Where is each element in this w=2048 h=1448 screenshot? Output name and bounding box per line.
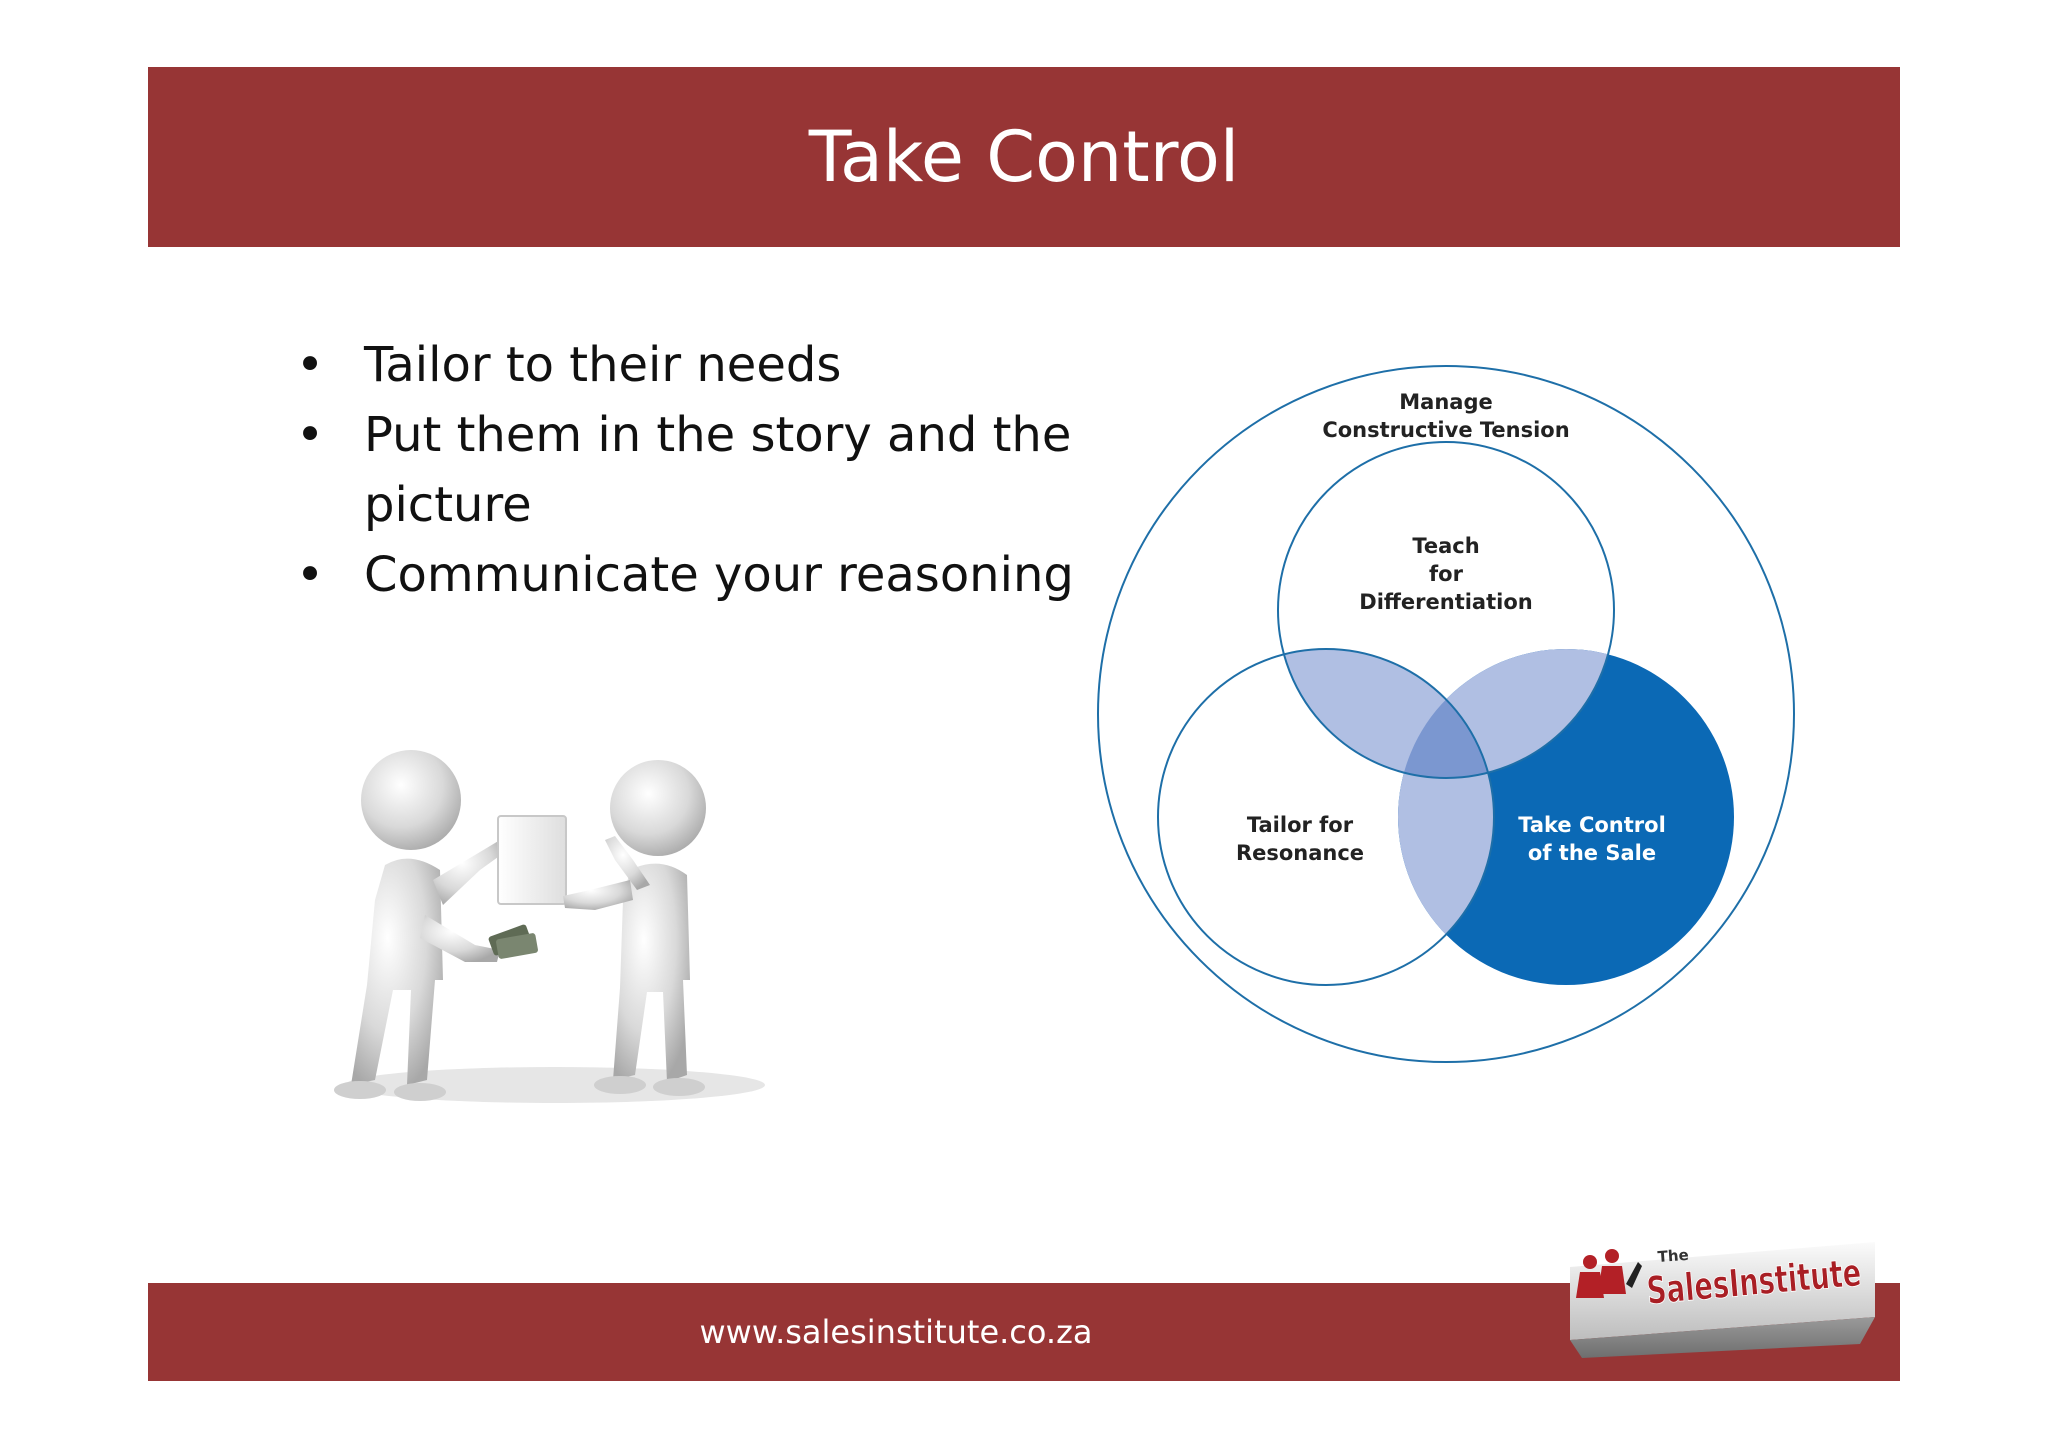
right-label-line1: Take Control xyxy=(1518,813,1666,837)
top-label-line3: Differentiation xyxy=(1359,590,1532,614)
top-label-line1: Teach xyxy=(1412,534,1479,558)
tailor-circle xyxy=(1157,648,1495,986)
bullet-item: • Tailor to their needs xyxy=(290,330,1090,400)
bullet-dot-icon: • xyxy=(295,547,325,603)
left-label-line2: Resonance xyxy=(1236,841,1364,865)
outer-label-line2: Constructive Tension xyxy=(1322,418,1569,442)
bullet-item: • Put them in the story and the picture xyxy=(290,400,1090,540)
outer-label-line1: Manage xyxy=(1399,390,1492,414)
footer-url: www.salesinstitute.co.za xyxy=(699,1313,1093,1351)
left-figure xyxy=(334,750,505,1101)
overlap-top-right xyxy=(1398,649,1614,778)
ground-shadow xyxy=(345,1067,765,1103)
outer-circle xyxy=(1097,365,1795,1063)
bullet-dot-icon: • xyxy=(295,337,325,393)
bullet-text: Communicate your reasoning xyxy=(364,547,1074,603)
money-icon xyxy=(488,924,538,959)
bullet-dot-icon: • xyxy=(295,407,325,463)
bullet-list: • Tailor to their needs • Put them in th… xyxy=(290,330,1090,610)
figures-exchange-illustration xyxy=(334,750,765,1103)
sales-institute-logo: The SalesInstitute xyxy=(1570,1242,1875,1358)
slide-title: Take Control xyxy=(808,116,1240,198)
venn-diagram: Manage Constructive Tension Teach for Di… xyxy=(1097,365,1795,1063)
bullet-text: Put them in the story and the picture xyxy=(364,407,1072,533)
bullet-item: • Communicate your reasoning xyxy=(290,540,1090,610)
top-label-line2: for xyxy=(1429,562,1464,586)
teach-circle xyxy=(1277,441,1615,779)
bullet-text: Tailor to their needs xyxy=(364,337,842,393)
left-label-line1: Tailor for xyxy=(1247,813,1354,837)
people-icon xyxy=(1576,1249,1642,1298)
right-label-line2: of the Sale xyxy=(1528,841,1656,865)
logo-small-text: The xyxy=(1657,1246,1689,1266)
document-icon xyxy=(497,815,567,905)
overlap-top-left xyxy=(1278,649,1494,778)
right-figure xyxy=(563,760,706,1096)
title-banner: Take Control xyxy=(148,67,1900,247)
